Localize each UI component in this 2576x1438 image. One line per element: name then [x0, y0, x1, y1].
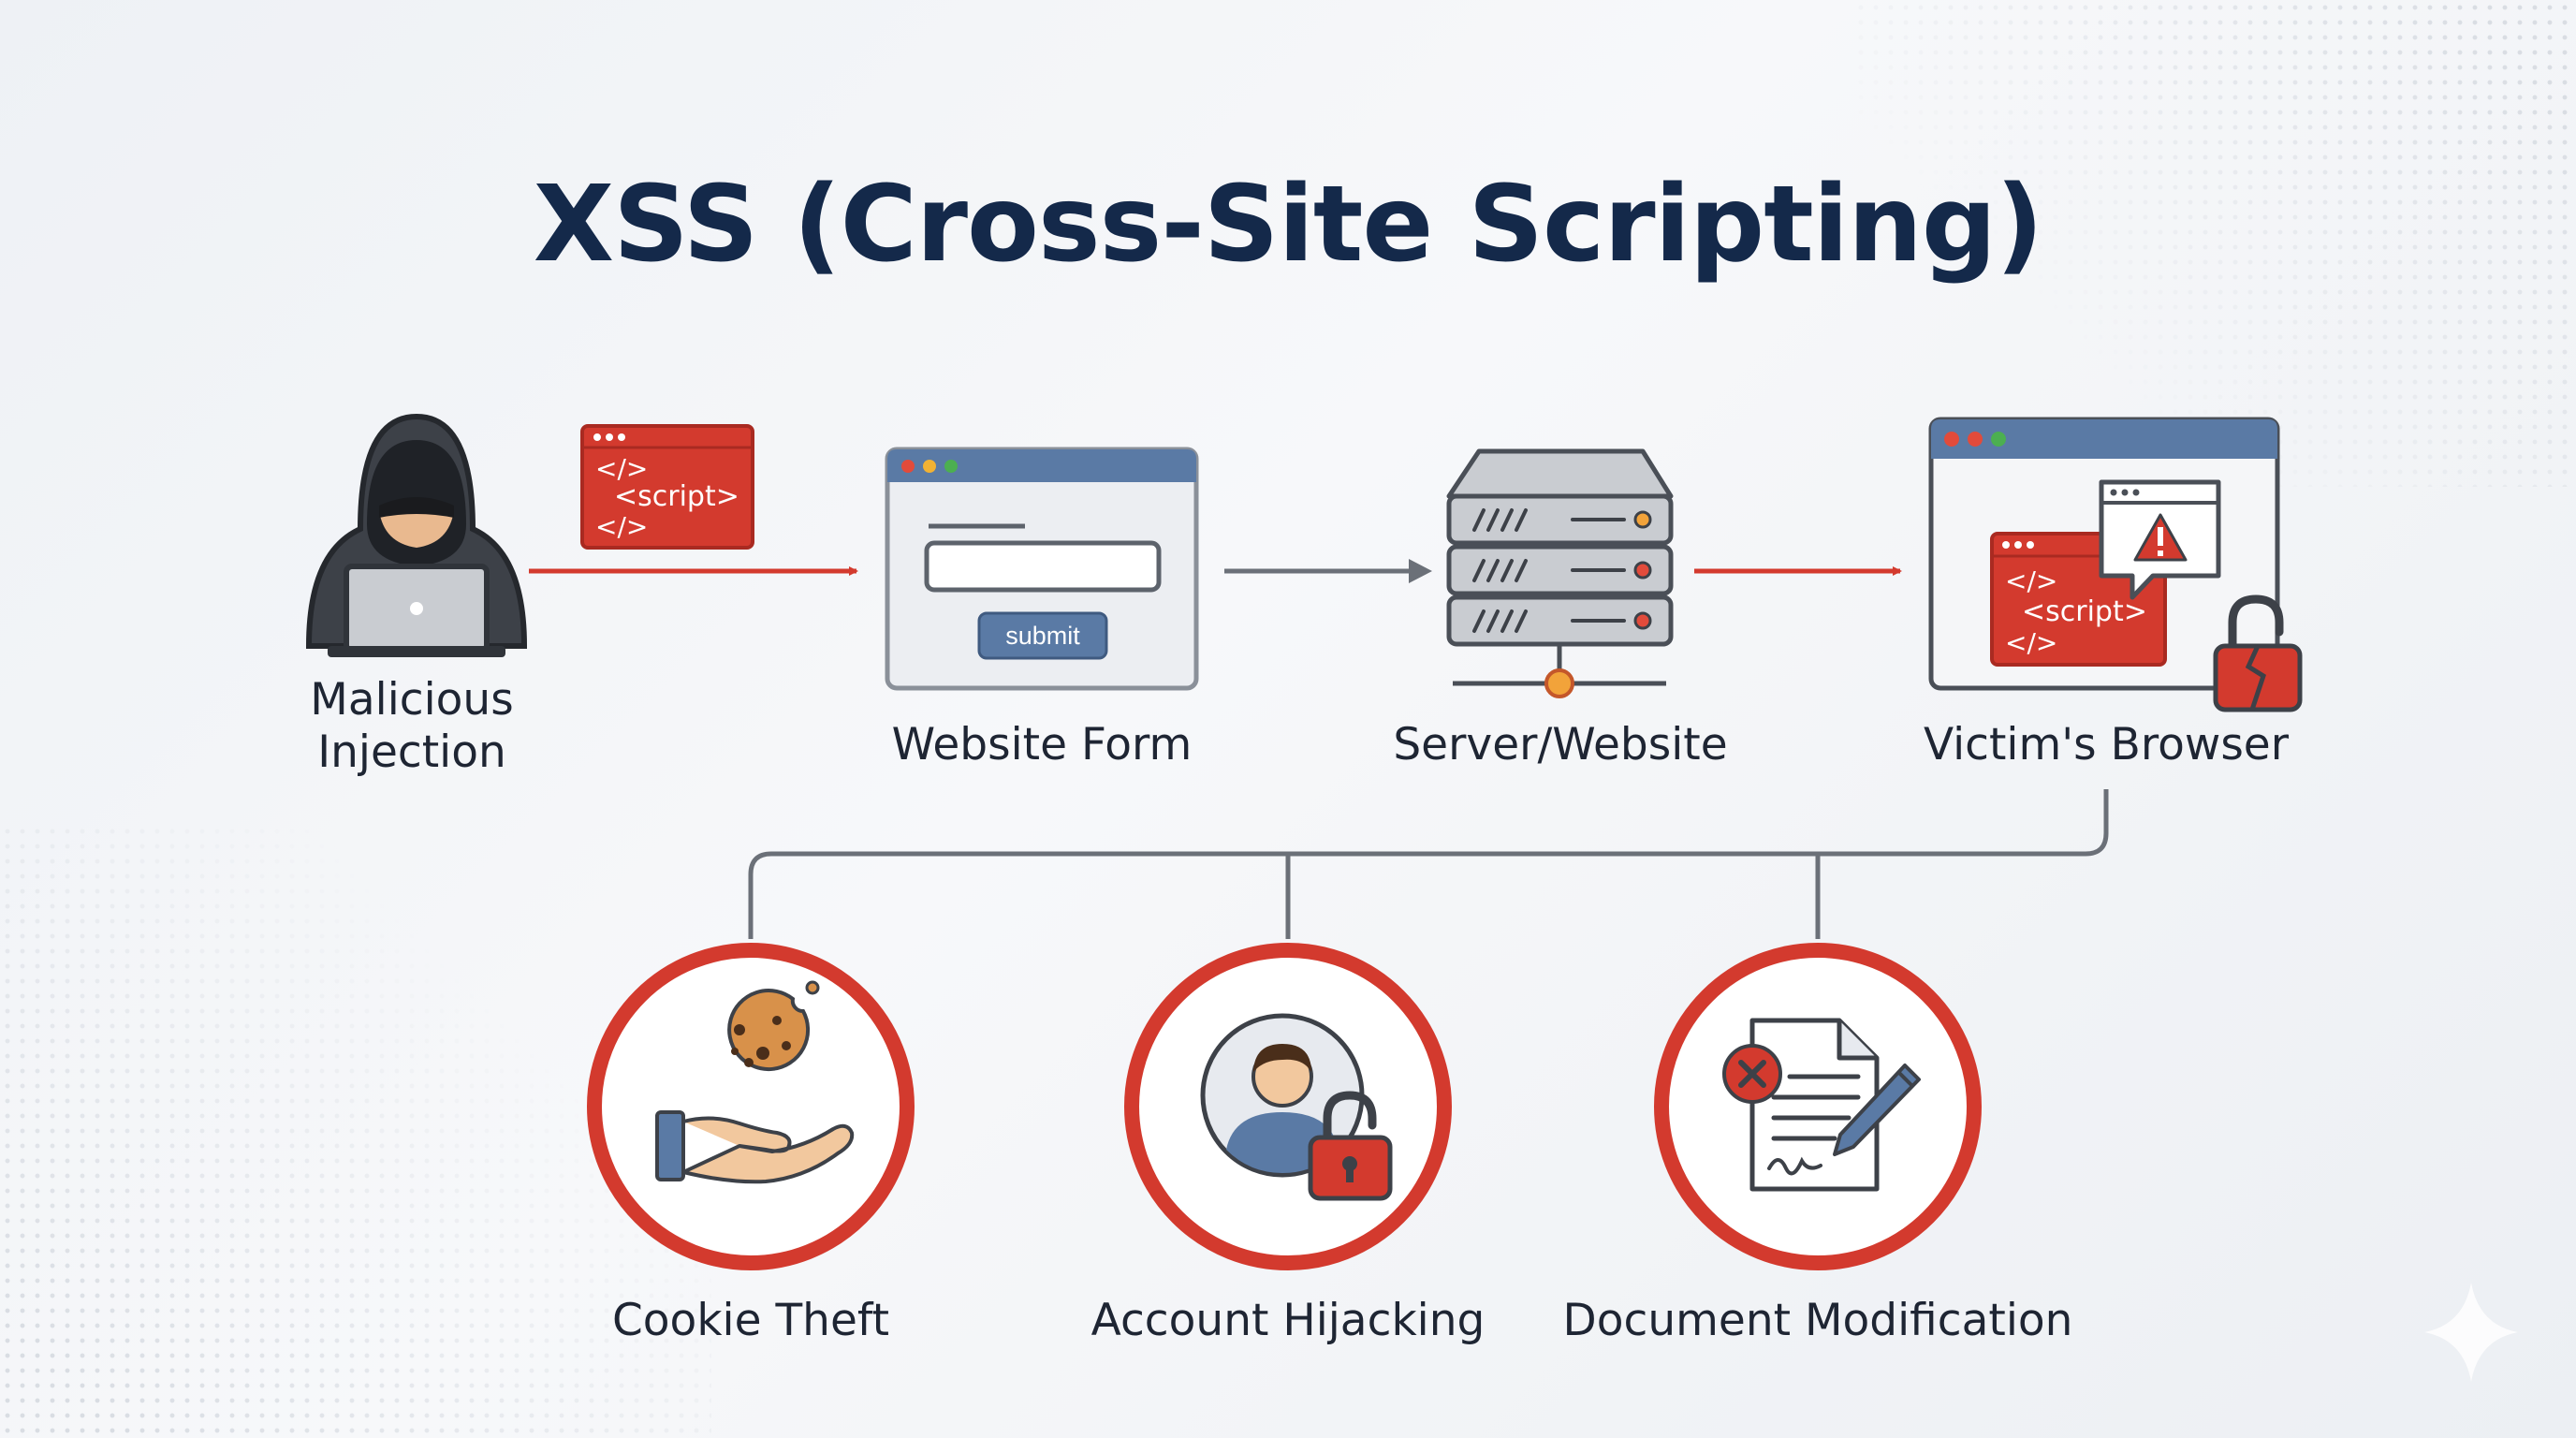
- label-cookie-theft: Cookie Theft: [611, 1295, 890, 1346]
- hacker-icon: [305, 413, 528, 657]
- server-icon: [1446, 448, 1674, 698]
- label-server-website: Server/Website: [1393, 719, 1728, 770]
- sparkle-icon: [2424, 1283, 2518, 1382]
- label-account-hijacking: Account Hijacking: [1090, 1295, 1486, 1346]
- label-victims-browser: Victim's Browser: [1923, 719, 2290, 770]
- user-lock-icon: [1200, 1013, 1393, 1201]
- label-document-modification: Document Modification: [1562, 1295, 2073, 1346]
- browser-snippet-open: </>: [2005, 565, 2057, 596]
- account-hijacking-circle: [1124, 943, 1452, 1270]
- cookie-theft-circle: [587, 943, 915, 1270]
- submit-button[interactable]: [977, 611, 1108, 660]
- browser-warning-icon: </> <script> </>: [1928, 417, 2303, 712]
- cookie-hand-icon: [655, 980, 855, 1184]
- label-website-form: Website Form: [891, 719, 1193, 770]
- label-malicious-injection: Malicious Injection: [310, 674, 514, 778]
- branch-connector: [748, 789, 2109, 939]
- snippet-script-tag: <script>: [614, 480, 739, 513]
- browser-snippet-close: </>: [2005, 627, 2057, 658]
- submit-button-label: submit: [1005, 622, 1080, 650]
- snippet-open-tag: </>: [595, 453, 648, 484]
- document-modification-circle: [1654, 943, 1982, 1270]
- browser-snippet-body: <script>: [2022, 595, 2147, 628]
- page-title: XSS (Cross-Site Scripting): [533, 164, 2043, 286]
- snippet-close-tag: </>: [595, 511, 648, 542]
- document-edit-icon: [1722, 1018, 1921, 1192]
- script-snippet-attacker: </> <script> </>: [580, 424, 754, 550]
- web-form-icon: submit: [885, 447, 1199, 691]
